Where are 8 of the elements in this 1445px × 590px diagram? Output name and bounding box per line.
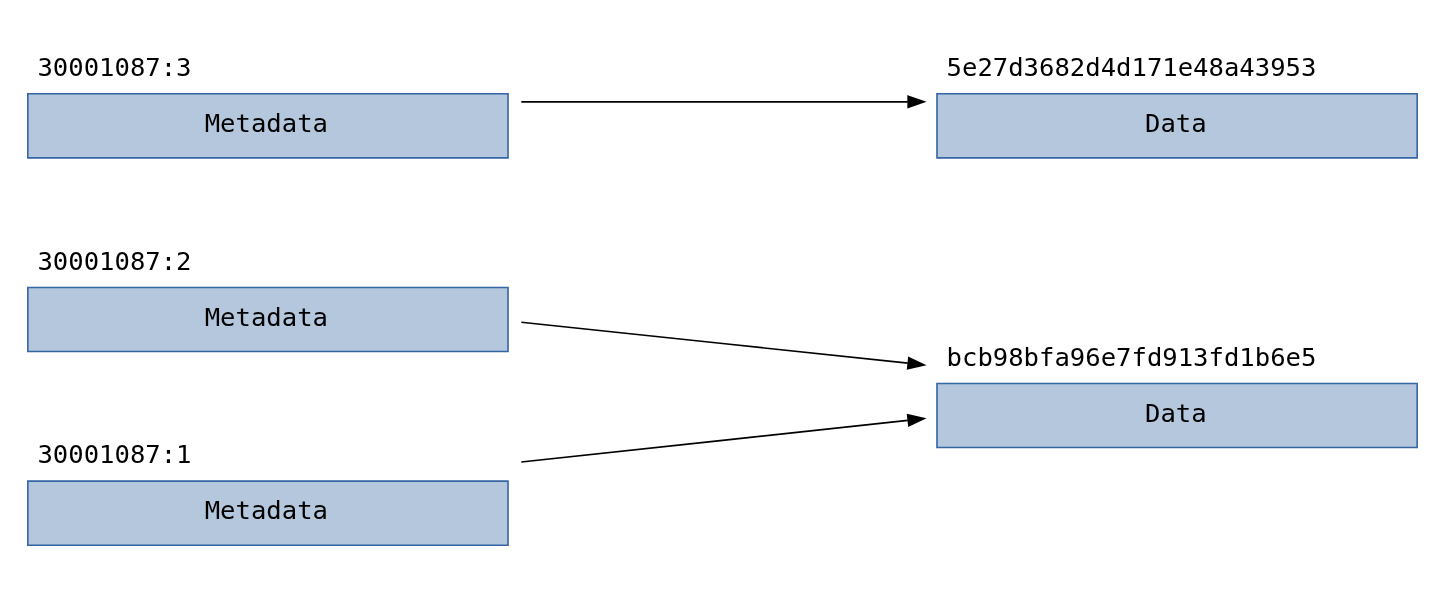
- arrow: [520, 320, 927, 370]
- node-label: 5e27d3682d4d171e48a43953: [946, 51, 1317, 82]
- node-label: 30001087:1: [37, 438, 192, 469]
- arrow: [520, 94, 927, 109]
- node-label: bcb98bfa96e7fd913fd1b6e5: [946, 341, 1317, 372]
- node-label: 30001087:2: [37, 245, 192, 276]
- arrow: [520, 413, 927, 463]
- node-label: 30001087:3: [37, 51, 192, 82]
